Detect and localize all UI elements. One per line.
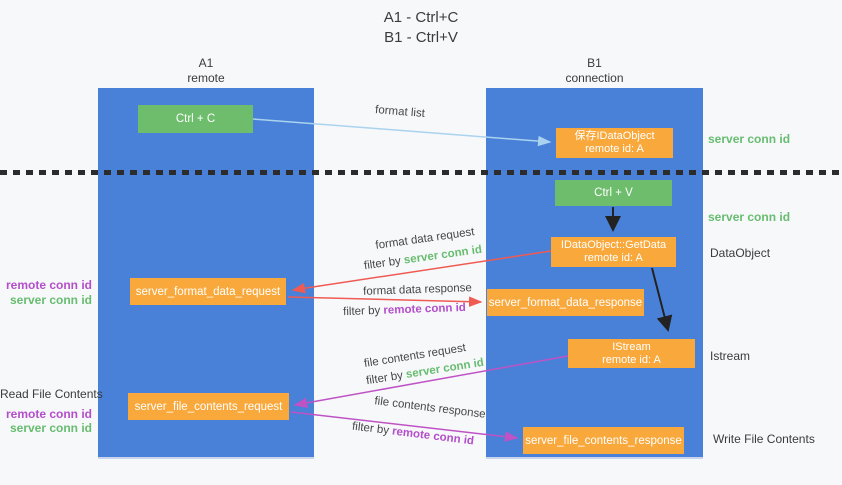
istream-line1: IStream xyxy=(612,340,651,353)
lane-b1-name: B1 xyxy=(587,56,602,70)
server-file-contents-response-box: server_file_contents_response xyxy=(523,427,684,454)
file-contents-response-filter-label: filter by remote conn id xyxy=(348,420,478,448)
istream-line2: remote id: A xyxy=(602,353,661,366)
ctrl-v-label: Ctrl + V xyxy=(594,187,633,199)
lane-a1-name: A1 xyxy=(198,56,214,70)
server-format-data-request-label: server_format_data_request xyxy=(135,285,281,298)
remote-conn-id-inline: remote conn id xyxy=(383,301,467,317)
format-data-response-arrow xyxy=(287,296,483,307)
format-data-response-filter-label: filter by remote conn id xyxy=(342,302,467,318)
lane-a1-subtitle: remote xyxy=(187,71,225,85)
server-format-data-response-label: server_format_data_response xyxy=(488,296,643,309)
server-conn-id-mid-right: server conn id xyxy=(708,210,791,224)
session-divider-line xyxy=(0,170,842,175)
lane-header-b1: B1 connection xyxy=(486,56,703,86)
title-line-1: A1 - Ctrl+C xyxy=(383,9,459,26)
server-file-contents-response-label: server_file_contents_response xyxy=(525,434,682,447)
getdata-line1: IDataObject::GetData xyxy=(560,239,667,251)
dataobject-annotation: DataObject xyxy=(710,246,771,260)
filter-by-text: filter by xyxy=(363,255,402,273)
server-conn-id-top-right: server conn id xyxy=(708,132,791,146)
remote-conn-id-inline: remote conn id xyxy=(391,425,475,448)
server-file-contents-request-box: server_file_contents_request xyxy=(128,393,289,420)
lane-header-a1: A1 remote xyxy=(98,56,314,86)
save-dataobject-box: 保存IDataObject remote id: A xyxy=(556,128,673,158)
server-conn-id-left-2: server conn id xyxy=(9,421,92,435)
server-file-contents-request-label: server_file_contents_request xyxy=(134,400,283,413)
format-data-response-label: format data response xyxy=(362,282,473,298)
istream-annotation: Istream xyxy=(710,349,751,363)
filter-by-text: filter by xyxy=(365,369,404,388)
save-dataobject-line1: 保存IDataObject xyxy=(574,130,655,142)
remote-conn-id-left-1: remote conn id xyxy=(5,278,92,292)
lane-b1-subtitle: connection xyxy=(565,71,624,85)
remote-conn-id-left-2: remote conn id xyxy=(5,407,92,421)
write-file-contents-annotation: Write File Contents xyxy=(713,432,815,446)
server-conn-id-left-1: server conn id xyxy=(9,293,92,307)
save-dataobject-line2: remote id: A xyxy=(585,143,644,155)
file-contents-response-label: file contents response xyxy=(373,395,487,421)
getdata-line2: remote id: A xyxy=(584,252,643,264)
server-conn-id-inline: server conn id xyxy=(403,243,483,267)
format-list-label: format list xyxy=(374,104,426,120)
istream-box: IStream remote id: A xyxy=(568,339,695,368)
server-format-data-response-box: server_format_data_response xyxy=(487,289,644,316)
server-format-data-request-box: server_format_data_request xyxy=(130,278,286,305)
diagram-title: A1 - Ctrl+C B1 - Ctrl+V xyxy=(0,8,842,48)
read-file-contents-annotation: Read File Contents xyxy=(0,387,103,401)
filter-by-text: filter by xyxy=(342,304,381,319)
ctrl-c-label: Ctrl + C xyxy=(175,113,216,125)
filter-by-text: filter by xyxy=(351,420,390,437)
ctrl-c-box: Ctrl + C xyxy=(138,105,253,133)
getdata-box: IDataObject::GetData remote id: A xyxy=(551,237,676,267)
ctrl-v-box: Ctrl + V xyxy=(555,180,672,206)
title-line-2: B1 - Ctrl+V xyxy=(384,29,458,46)
